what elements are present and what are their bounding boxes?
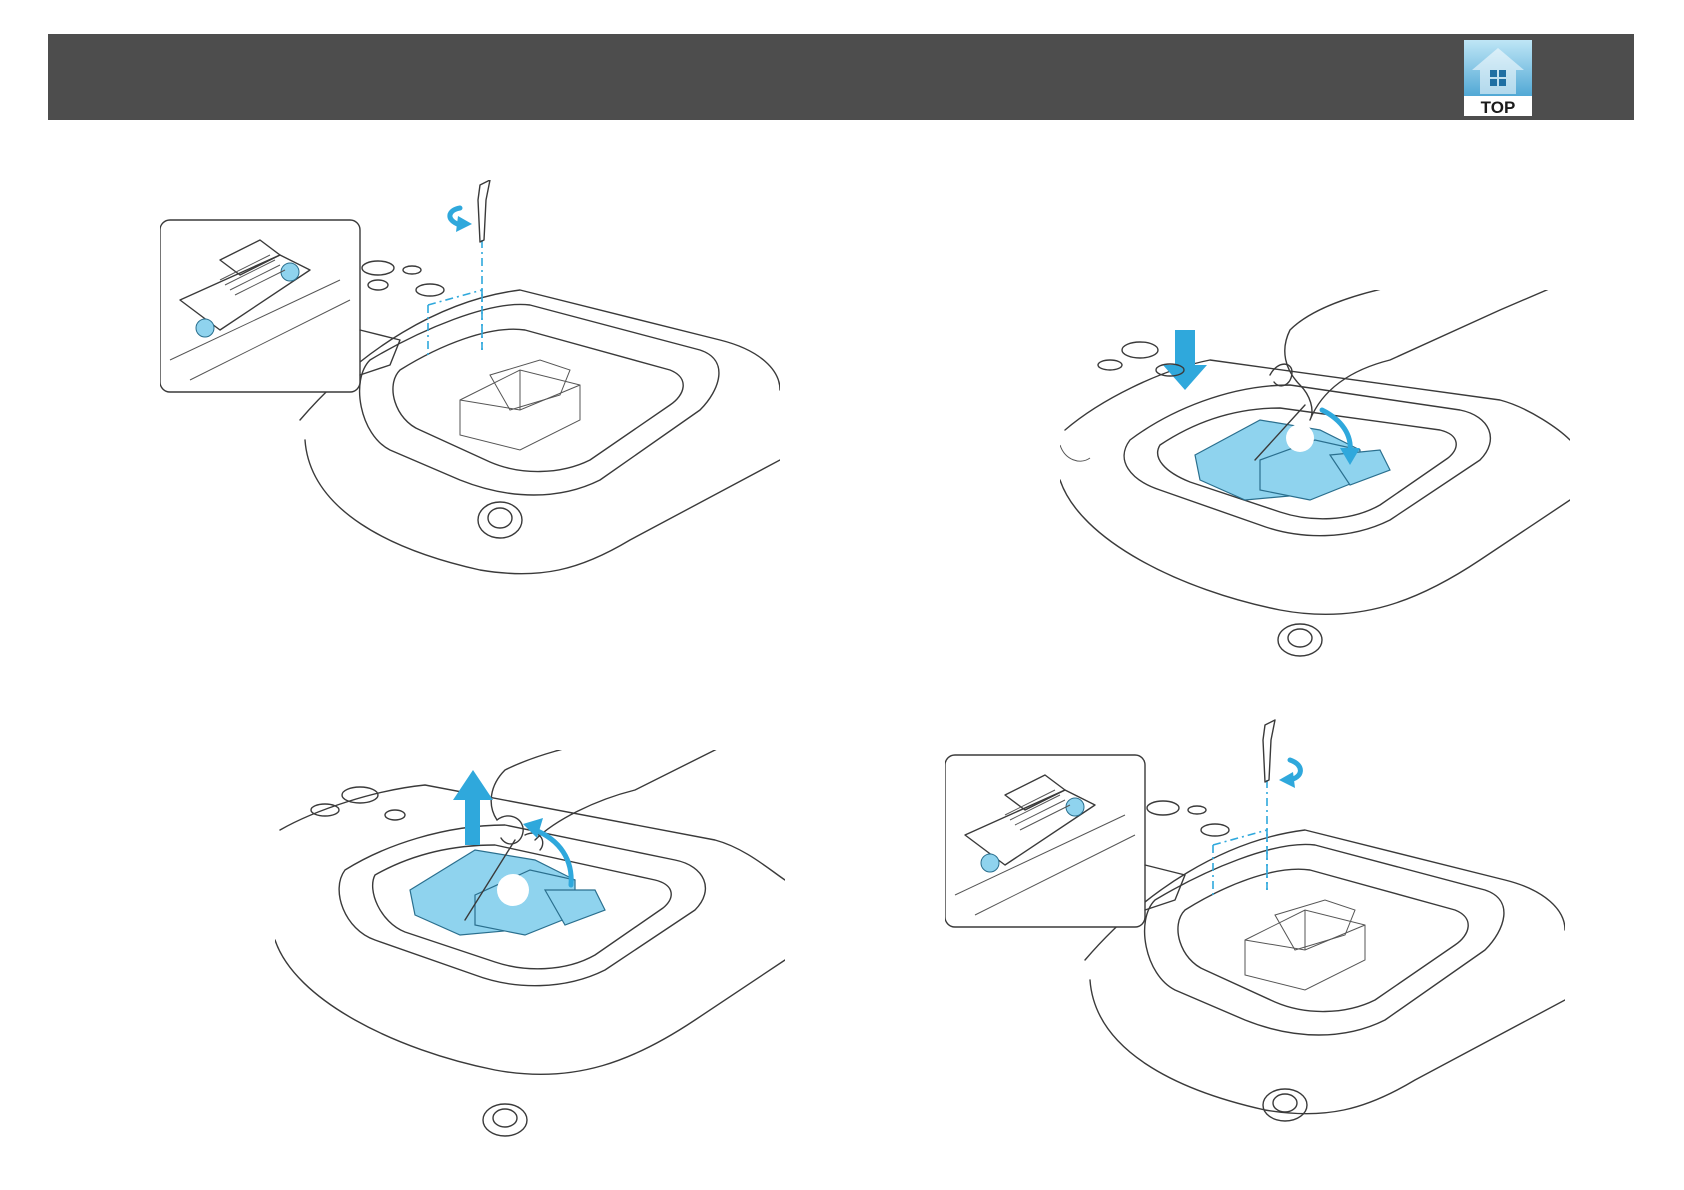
top-button[interactable]: TOP: [1464, 40, 1532, 116]
figure-tighten-lamp-screw: [945, 710, 1565, 1130]
top-button-label: TOP: [1481, 98, 1516, 116]
figure-lift-out-old-lamp: [275, 750, 785, 1140]
figure-remove-lamp-cover-screw: [160, 180, 780, 600]
header-bar: [48, 34, 1634, 120]
house-icon: TOP: [1464, 40, 1532, 116]
figure-insert-new-lamp: [1060, 290, 1570, 680]
